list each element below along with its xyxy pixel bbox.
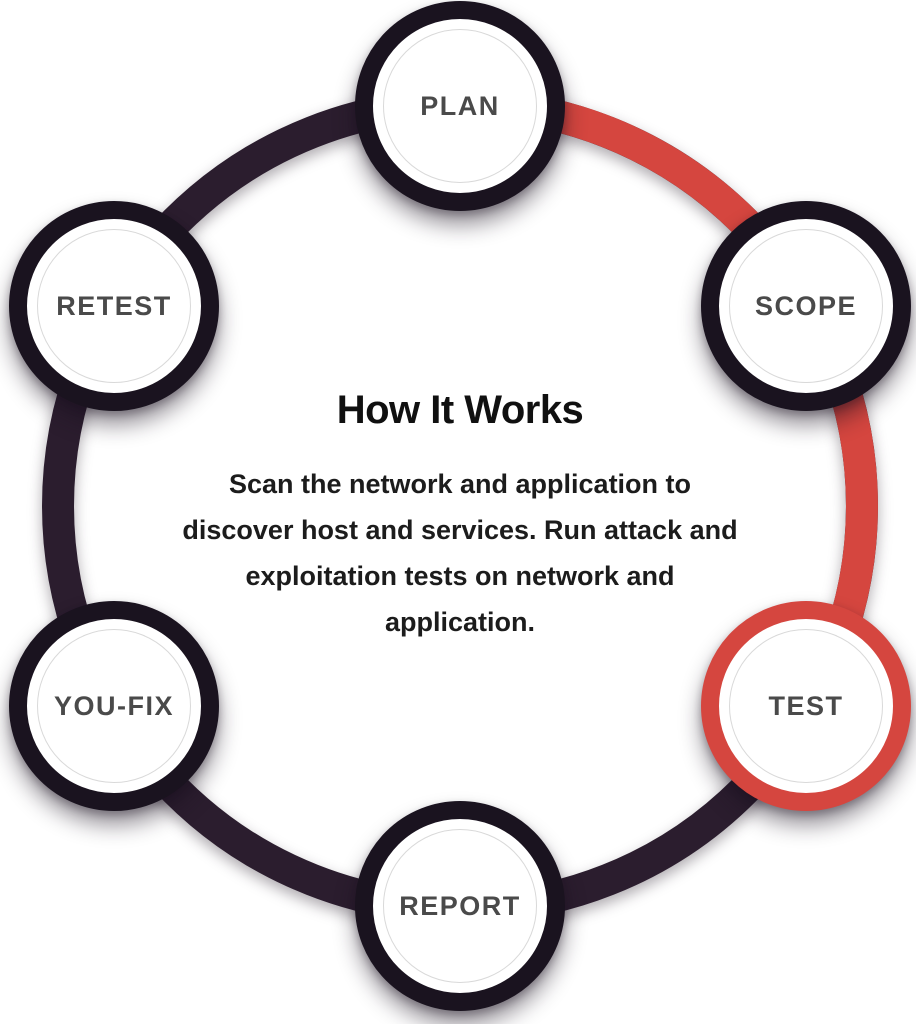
node-label: SCOPE — [754, 290, 858, 321]
node-label: REPORT — [399, 890, 521, 921]
section-description: Scan the network and application to disc… — [182, 469, 738, 637]
step-node-retest: RETEST — [9, 201, 219, 411]
section-title: How It Works — [336, 388, 584, 432]
node-label: RETEST — [56, 290, 172, 321]
step-node-scope: SCOPE — [701, 201, 911, 411]
node-label: PLAN — [420, 90, 500, 121]
node-label: TEST — [768, 690, 844, 721]
center-text: How It Works Scan the network and applic… — [180, 388, 740, 645]
step-node-plan: PLAN — [355, 1, 565, 211]
node-label: YOU-FIX — [53, 690, 174, 721]
step-node-report: REPORT — [355, 801, 565, 1011]
